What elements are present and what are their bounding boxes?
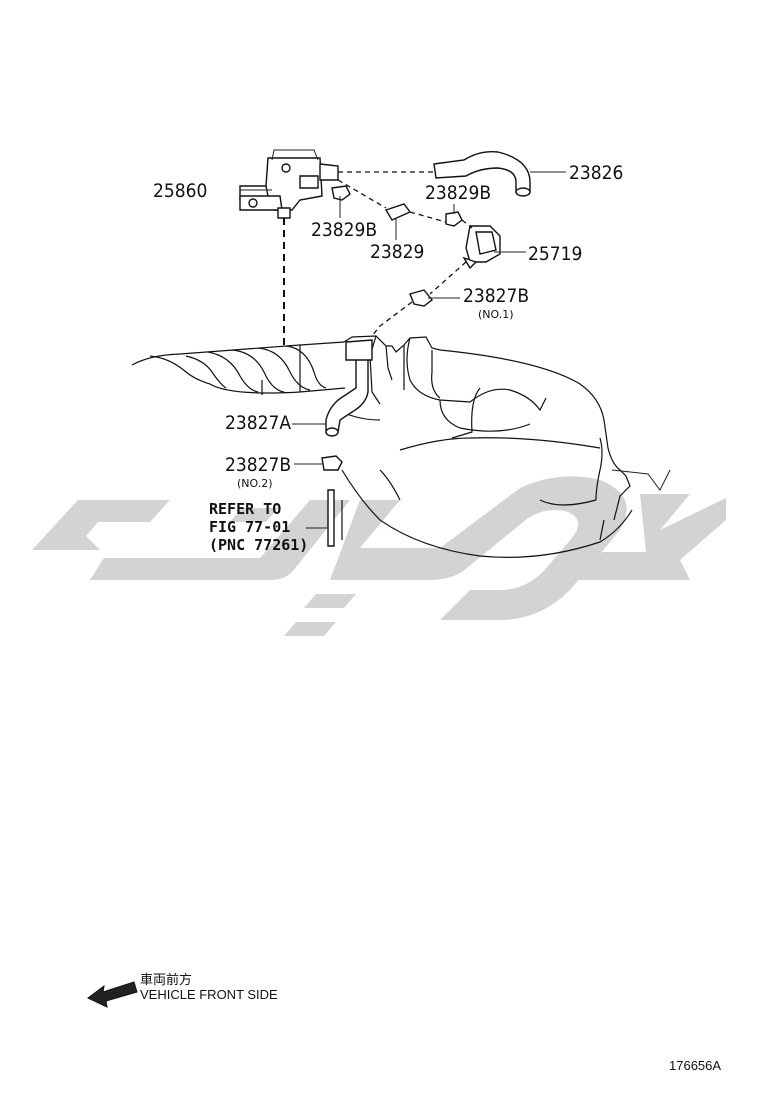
label-23827a: 23827A [225, 412, 291, 434]
label-no2: (NO.2) [237, 477, 273, 490]
clamp-23827b-no1 [409, 289, 433, 307]
label-23829b-right: 23829B [425, 182, 491, 204]
hose-23826 [433, 150, 531, 197]
label-23827b-no1: 23827B [463, 285, 529, 307]
direction-en: VEHICLE FRONT SIDE [140, 987, 278, 1002]
hose-23827a [325, 339, 373, 437]
direction-jp: 車両前方 [140, 972, 192, 987]
intake-manifold-drawing [131, 335, 671, 558]
connection-lines [283, 171, 473, 346]
clamp-23827b-no2 [321, 455, 343, 471]
refer-line-1: REFER TO [209, 500, 281, 518]
label-23829: 23829 [370, 241, 424, 263]
front-arrow-icon [87, 981, 138, 1008]
valve-25719 [462, 225, 501, 270]
label-25860: 25860 [153, 180, 207, 202]
refer-line-2: FIG 77-01 [209, 518, 290, 536]
label-25719: 25719 [528, 243, 582, 265]
label-23826: 23826 [569, 162, 623, 184]
refer-pipe [327, 489, 335, 547]
hose-23829 [384, 203, 412, 221]
clamp-23829b-right [445, 211, 463, 227]
refer-line-3: (PNC 77261) [209, 536, 308, 554]
leader-lines [240, 171, 566, 529]
label-23829b-left: 23829B [311, 219, 377, 241]
figure-code: 176656A [669, 1058, 721, 1073]
label-23827b-no2: 23827B [225, 454, 291, 476]
clamp-23829b-left [331, 185, 351, 201]
label-no1: (NO.1) [478, 308, 514, 321]
watermark-logo [32, 476, 726, 636]
vsv-25860 [239, 149, 339, 219]
